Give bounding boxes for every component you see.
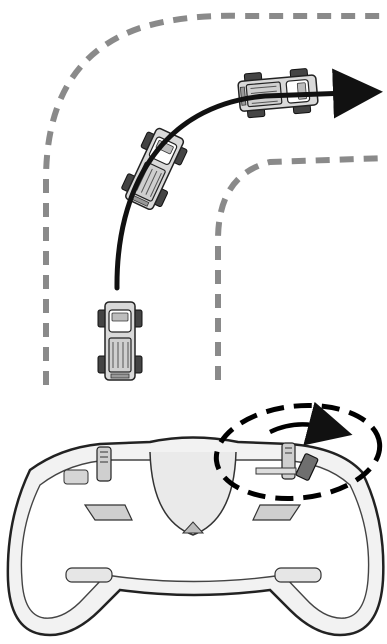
push-right-arrow	[270, 424, 322, 432]
road-inner-edge	[218, 158, 387, 380]
remote-controller	[8, 438, 383, 636]
road-edges	[46, 16, 387, 385]
truck-start	[98, 302, 142, 380]
